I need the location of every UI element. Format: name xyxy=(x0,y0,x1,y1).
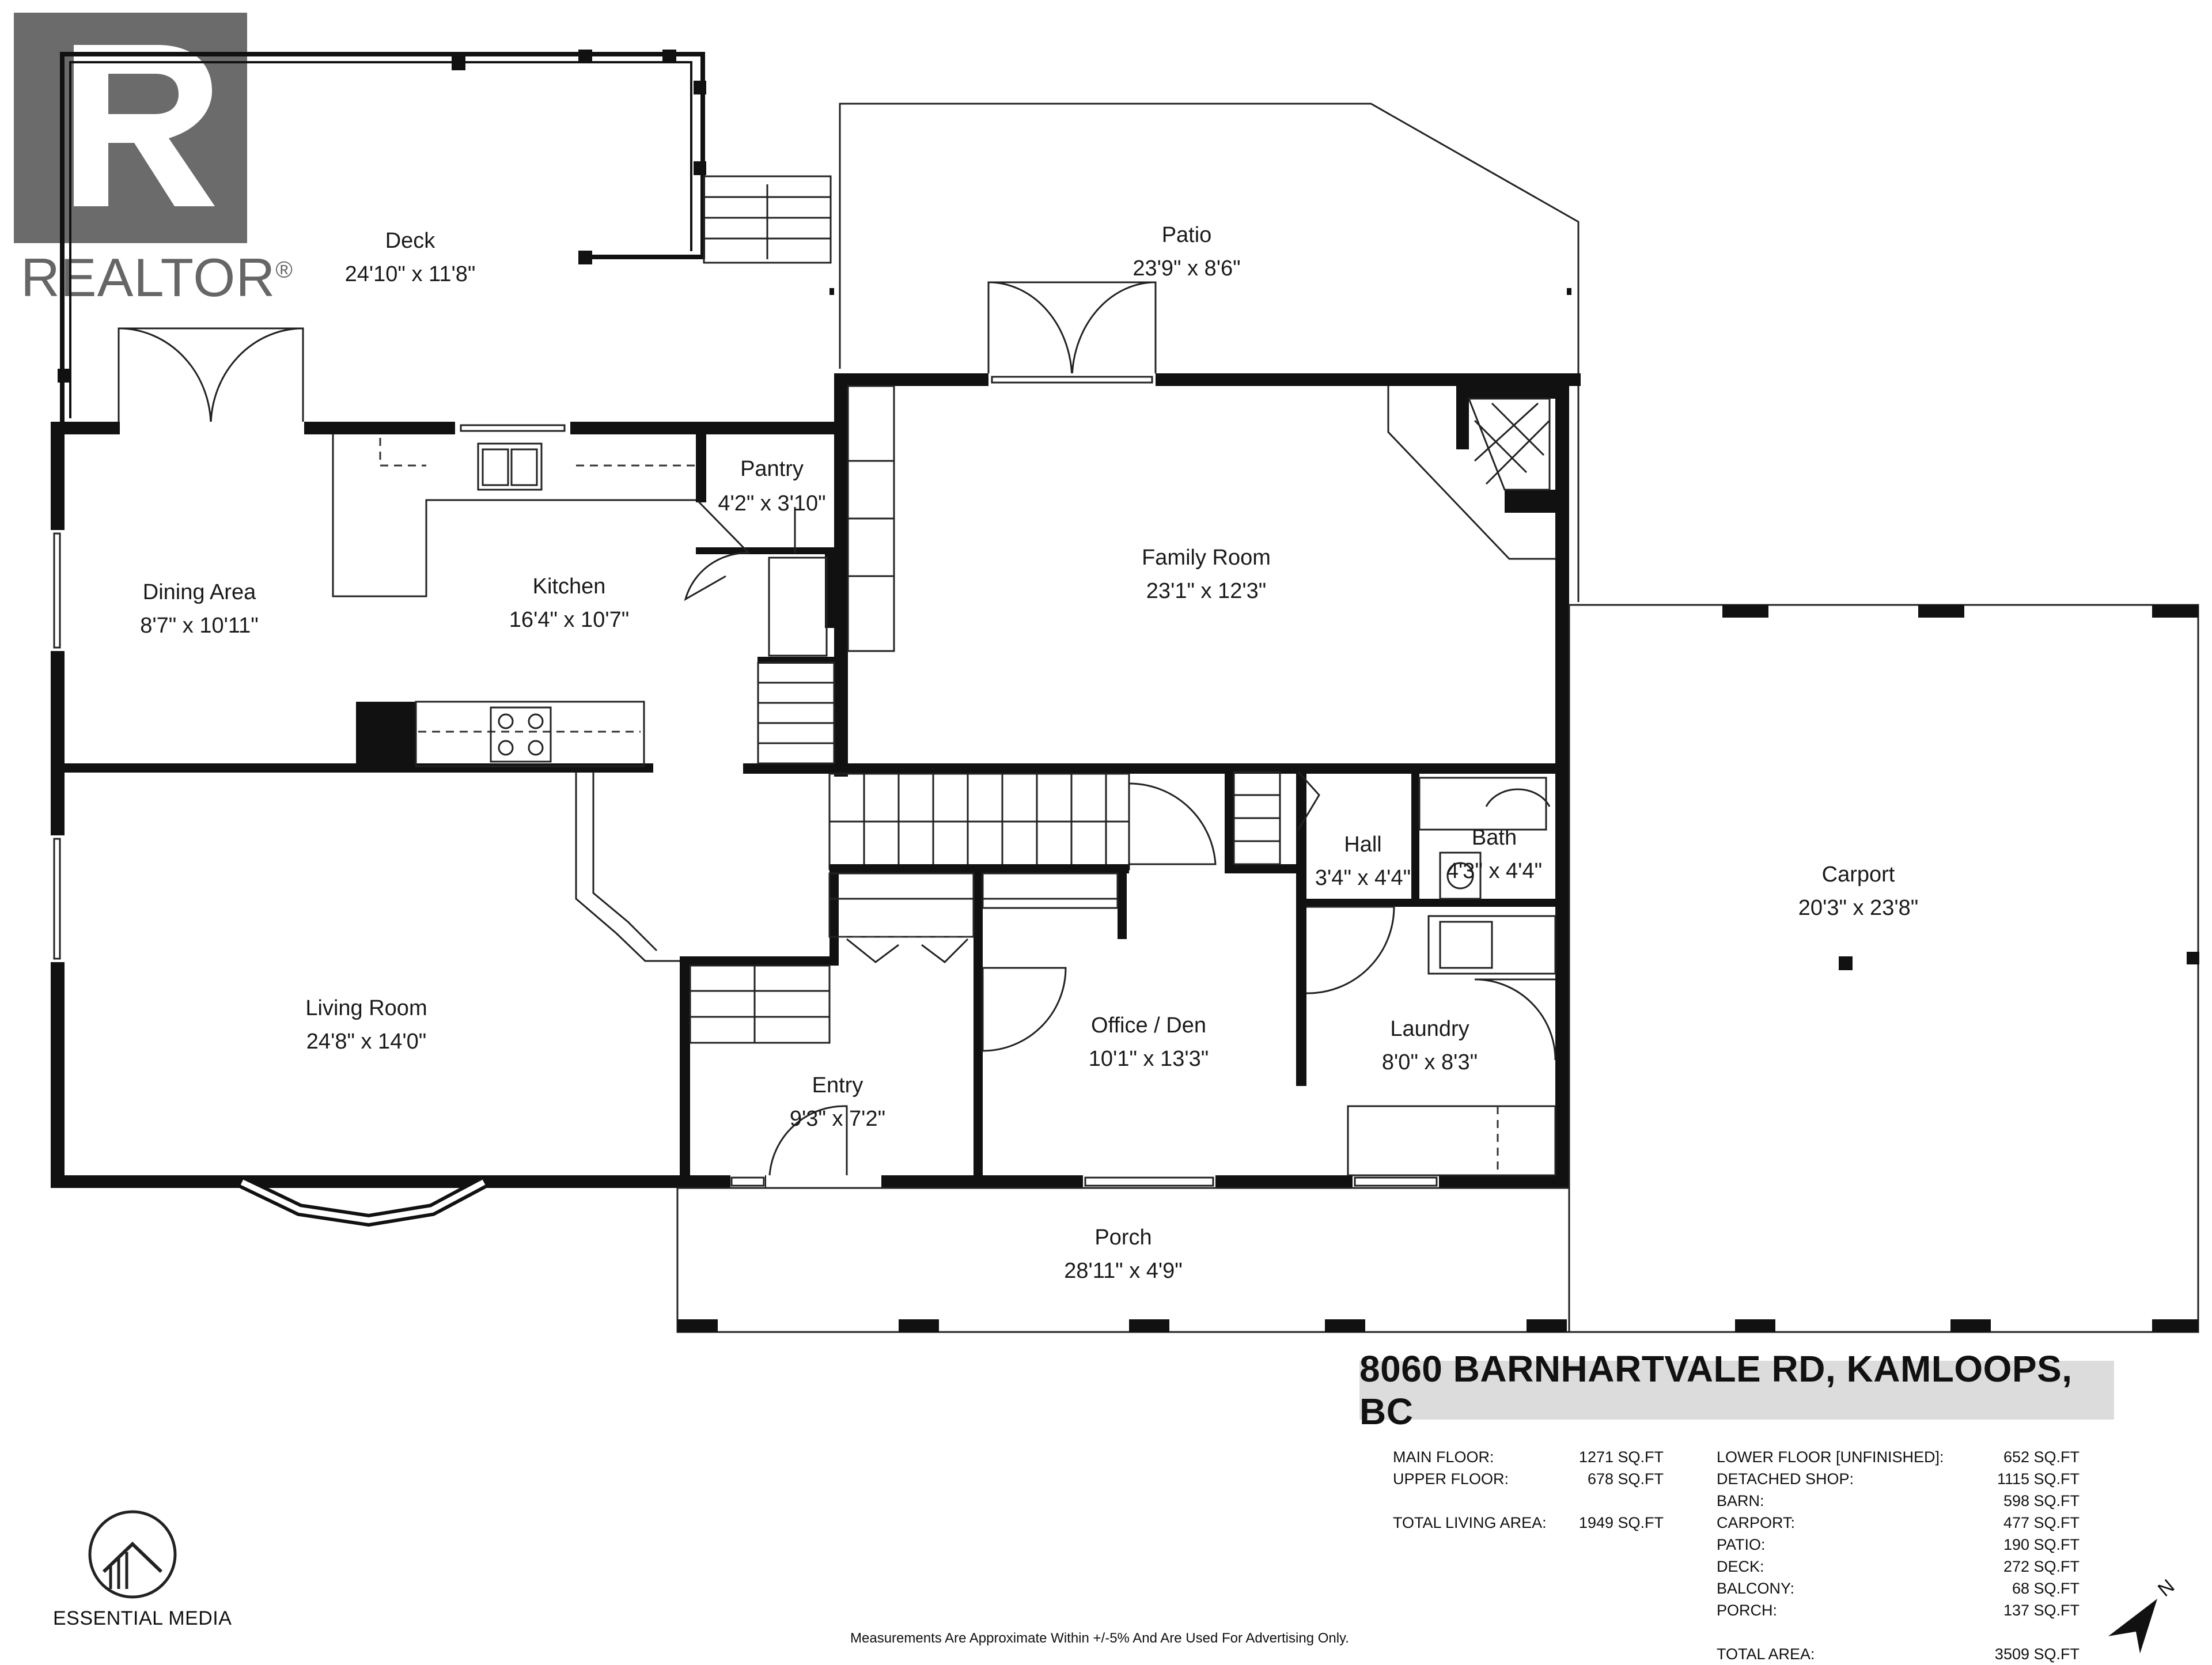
window-openings xyxy=(51,373,1439,1188)
area-value: 1271 SQ.FT xyxy=(1578,1448,1664,1466)
area-row: PORCH: 137 SQ.FT xyxy=(1717,1599,2080,1621)
porch-outline xyxy=(676,1187,1570,1333)
area-row: PATIO: 190 SQ.FT xyxy=(1717,1534,2080,1556)
entry-dims: 9'3" x 7'2" xyxy=(790,1107,885,1131)
area-value: 272 SQ.FT xyxy=(2003,1557,2080,1575)
area-value: 598 SQ.FT xyxy=(2003,1492,2080,1509)
bath-name: Bath xyxy=(1472,826,1517,850)
area-row: DECK: 272 SQ.FT xyxy=(1717,1556,2080,1577)
interior-doors xyxy=(768,771,1556,1176)
bay-window xyxy=(239,1176,487,1227)
pantry-name: Pantry xyxy=(740,457,804,481)
living-dims: 24'8" x 14'0" xyxy=(306,1030,426,1054)
area-label: DECK: xyxy=(1717,1557,1764,1575)
area-label: BALCONY: xyxy=(1717,1579,1795,1597)
registered-mark: ® xyxy=(275,257,293,283)
north-label: N xyxy=(2154,1575,2179,1601)
area-label: DETACHED SHOP: xyxy=(1717,1470,1854,1488)
family-room-fixtures xyxy=(847,385,1555,652)
living-kitchen-stairs xyxy=(575,772,1119,1044)
area-value: 1949 SQ.FT xyxy=(1578,1513,1664,1531)
patio-dims: 23'9" x 8'6" xyxy=(1132,256,1240,281)
family-name: Family Room xyxy=(1142,546,1271,570)
photographer-name: ESSENTIAL MEDIA xyxy=(53,1607,232,1629)
area-label: UPPER FLOOR: xyxy=(1393,1470,1509,1488)
hall-dims: 3'4" x 4'4" xyxy=(1315,866,1411,890)
area-label: BARN: xyxy=(1717,1492,1764,1509)
area-value: 137 SQ.FT xyxy=(2003,1601,2080,1619)
address-banner: 8060 BARNHARTVALE RD, KAMLOOPS, BC xyxy=(1359,1348,2114,1432)
area-row: MAIN FLOOR: 1271 SQ.FT xyxy=(1393,1446,1664,1468)
kitchen-fixtures xyxy=(332,434,703,768)
room-labels: Deck 24'10" x 11'8" Patio 23'9" x 8'6" P… xyxy=(140,223,1918,1283)
area-row: BALCONY: 68 SQ.FT xyxy=(1717,1577,2080,1599)
property-address: 8060 BARNHARTVALE RD, KAMLOOPS, BC xyxy=(1359,1348,2073,1432)
area-label: TOTAL LIVING AREA: xyxy=(1393,1513,1547,1531)
area-row: TOTAL LIVING AREA: 1949 SQ.FT xyxy=(1393,1512,1664,1534)
living-name: Living Room xyxy=(305,996,427,1020)
area-label: CARPORT: xyxy=(1717,1513,1796,1531)
area-label: TOTAL AREA: xyxy=(1717,1645,1815,1663)
laundry-name: Laundry xyxy=(1390,1017,1469,1041)
area-value: 68 SQ.FT xyxy=(2012,1579,2080,1597)
area-row: DETACHED SHOP: 1115 SQ.FT xyxy=(1717,1468,2080,1490)
interior-walls xyxy=(680,763,1567,1187)
bath-fixtures xyxy=(1418,777,1551,900)
area-row: UPPER FLOOR: 678 SQ.FT xyxy=(1393,1468,1664,1490)
pantry-dims: 4'2" x 3'10" xyxy=(718,491,825,516)
area-value: 678 SQ.FT xyxy=(1587,1470,1664,1488)
kitchen-dims: 16'4" x 10'7" xyxy=(509,608,629,632)
area-label: PORCH: xyxy=(1717,1601,1778,1619)
essential-media-logo xyxy=(88,1510,177,1599)
area-row xyxy=(1717,1621,2080,1643)
pantry-walls xyxy=(684,422,838,765)
area-row: LOWER FLOOR [UNFINISHED]: 652 SQ.FT xyxy=(1717,1446,2080,1468)
deck-dims: 24'10" x 11'8" xyxy=(345,262,476,286)
entry-name: Entry xyxy=(812,1073,863,1098)
deck-name: Deck xyxy=(385,229,436,253)
patio-outline xyxy=(830,103,1580,602)
patio-double-door xyxy=(987,281,1157,381)
deck-stairs xyxy=(703,175,832,264)
laundry-dims: 8'0" x 8'3" xyxy=(1382,1050,1478,1074)
main-stairs xyxy=(828,773,1217,871)
hall-name: Hall xyxy=(1344,832,1381,857)
patio-name: Patio xyxy=(1162,223,1212,247)
area-label: MAIN FLOOR: xyxy=(1393,1448,1494,1466)
porch-dims: 28'11" x 4'9" xyxy=(1064,1259,1183,1283)
area-value: 3509 SQ.FT xyxy=(1994,1645,2080,1663)
laundry-fixtures xyxy=(1347,915,1556,1176)
realtor-logo: REALTOR® xyxy=(10,10,293,310)
disclaimer-text: Measurements Are Approximate Within +/-5… xyxy=(850,1630,1349,1646)
carport-outline xyxy=(1568,604,2199,1333)
area-row: TOTAL AREA: 3509 SQ.FT xyxy=(1717,1643,2080,1665)
area-value: 190 SQ.FT xyxy=(2003,1535,2080,1553)
realtor-r-mark xyxy=(14,13,247,243)
porch-name: Porch xyxy=(1094,1225,1152,1250)
area-summary-left: MAIN FLOOR: 1271 SQ.FT UPPER FLOOR: 678 SQ… xyxy=(1393,1446,1664,1534)
office-name: Office / Den xyxy=(1091,1013,1206,1038)
deck-outline xyxy=(58,50,706,426)
area-value: 1115 SQ.FT xyxy=(1997,1470,2080,1488)
dining-name: Dining Area xyxy=(143,580,256,604)
area-row: CARPORT: 477 SQ.FT xyxy=(1717,1512,2080,1534)
office-dims: 10'1" x 13'3" xyxy=(1089,1047,1209,1071)
kitchen-name: Kitchen xyxy=(533,574,606,599)
deck-double-door xyxy=(118,327,304,427)
area-summary-right: LOWER FLOOR [UNFINISHED]: 652 SQ.FT DETAC… xyxy=(1717,1446,2080,1665)
area-row xyxy=(1393,1490,1664,1512)
carport-dims: 20'3" x 23'8" xyxy=(1798,896,1918,920)
bath-dims: 4'3" x 4'4" xyxy=(1446,859,1542,883)
area-value: 477 SQ.FT xyxy=(2003,1513,2080,1531)
area-value: 652 SQ.FT xyxy=(2003,1448,2080,1466)
north-arrow-icon: N xyxy=(2108,1575,2179,1653)
dining-dims: 8'7" x 10'11" xyxy=(140,614,259,638)
area-row: BARN: 598 SQ.FT xyxy=(1717,1490,2080,1512)
carport-name: Carport xyxy=(1822,862,1895,887)
family-dims: 23'1" x 12'3" xyxy=(1146,579,1266,603)
area-label: LOWER FLOOR [UNFINISHED]: xyxy=(1717,1448,1944,1466)
area-label: PATIO: xyxy=(1717,1535,1766,1553)
